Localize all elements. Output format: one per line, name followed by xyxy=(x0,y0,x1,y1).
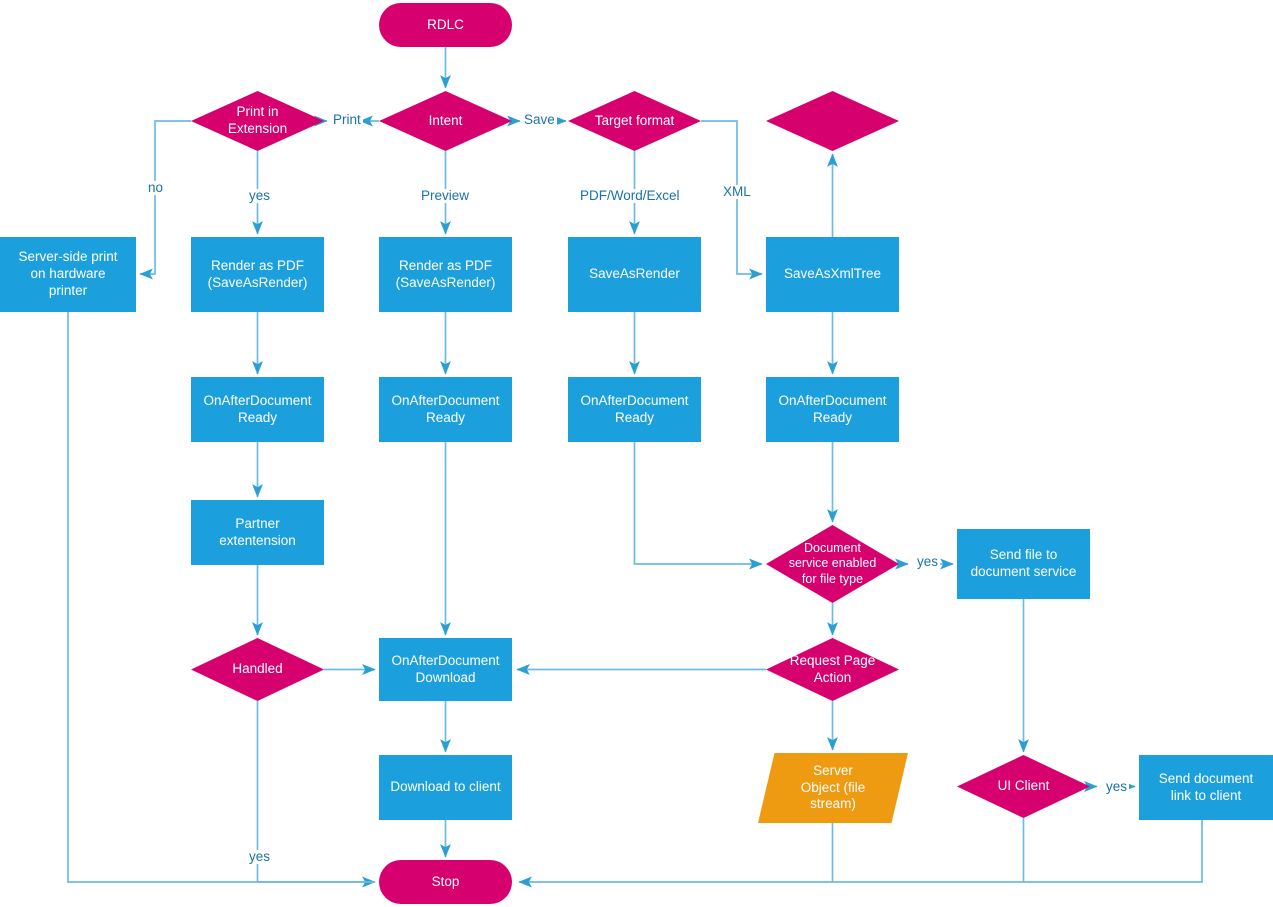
node-save-as-render[interactable]: SaveAsRender xyxy=(568,237,701,312)
edge-label-save: Save xyxy=(522,112,557,127)
edge-label-yes-handled: yes xyxy=(247,849,273,864)
node-onafterdocumentready-1[interactable]: OnAfterDocument Ready xyxy=(191,377,324,442)
node-ui-client-label: UI Client xyxy=(997,778,1050,794)
node-render-as-pdf-2[interactable]: Render as PDF (SaveAsRender) xyxy=(379,237,512,312)
node-handled-label: Handled xyxy=(232,661,283,677)
node-rdlc[interactable]: RDLC xyxy=(379,3,512,47)
edge-label-yes-ui-client: yes xyxy=(1104,779,1130,794)
node-onafterdocumentready-3-label: OnAfterDocument Ready xyxy=(580,392,689,425)
node-send-file-to-document-service-label: Send file to document service xyxy=(970,547,1077,579)
node-onafterdocumentready-3[interactable]: OnAfterDocument Ready xyxy=(568,377,701,442)
edge-label-pdf-word-excel: PDF/Word/Excel xyxy=(578,188,682,203)
edge-right-rail-stop xyxy=(518,820,1203,888)
node-send-document-link-to-client-label: Send document link to client xyxy=(1158,770,1254,803)
edge-oadr3-docservice xyxy=(633,442,763,570)
node-save-as-render-label: SaveAsRender xyxy=(589,266,680,282)
node-onafterdocumentready-4-label: OnAfterDocument Ready xyxy=(778,392,887,425)
edge-label-preview: Preview xyxy=(419,188,472,203)
node-server-object-label: Server Object (file stream) xyxy=(800,762,866,812)
node-rdlc-label: RDLC xyxy=(427,16,464,32)
node-server-object[interactable]: Server Object (file stream) xyxy=(758,753,908,823)
node-server-side-print-label: Server-side print on hardware printer xyxy=(18,249,118,298)
node-onafterdocumentready-1-label: OnAfterDocument Ready xyxy=(203,392,312,425)
node-stop[interactable]: Stop xyxy=(379,860,512,904)
node-onafterdocumentready-2[interactable]: OnAfterDocument Ready xyxy=(379,377,512,442)
node-intent-label: Intent xyxy=(428,112,463,128)
node-save-as-xmltree[interactable]: SaveAsXmlTree xyxy=(766,237,899,312)
node-send-file-to-document-service[interactable]: Send file to document service xyxy=(957,529,1090,599)
edge-label-xml: XML xyxy=(721,184,753,199)
edge-label-no: no xyxy=(146,180,166,195)
node-render-as-pdf-1[interactable]: Render as PDF (SaveAsRender) xyxy=(191,237,324,312)
node-stop-label: Stop xyxy=(431,873,460,889)
node-render-as-pdf-2-label: Render as PDF (SaveAsRender) xyxy=(395,257,496,290)
node-render-as-pdf-1-label: Render as PDF (SaveAsRender) xyxy=(207,257,308,290)
node-download-to-client[interactable]: Download to client xyxy=(379,755,512,820)
edge-label-print: Print xyxy=(331,112,363,127)
edge-handled-stop xyxy=(256,701,375,883)
node-print-in-extension-label: Print in Extension xyxy=(227,104,288,136)
node-partner-extentension-label: Partner extentension xyxy=(219,515,296,548)
node-save-as-xmltree-label: SaveAsXmlTree xyxy=(783,266,882,282)
edge-group-plain xyxy=(831,818,1025,882)
node-onafterdocumentdownload[interactable]: OnAfterDocument Download xyxy=(379,638,512,701)
node-partner-extentension[interactable]: Partner extentension xyxy=(191,500,324,565)
node-send-document-link-to-client[interactable]: Send document link to client xyxy=(1139,755,1273,820)
edge-printext-no xyxy=(139,120,191,280)
node-server-side-print[interactable]: Server-side print on hardware printer xyxy=(0,237,136,312)
node-document-service-enabled-label: Document service enabled for file type xyxy=(788,540,877,586)
node-target-format-label: Target format xyxy=(594,112,675,128)
edge-label-yes-print-extension: yes xyxy=(247,188,273,203)
node-onafterdocumentready-4[interactable]: OnAfterDocument Ready xyxy=(766,377,899,442)
node-onafterdocumentready-2-label: OnAfterDocument Ready xyxy=(391,392,500,425)
node-onafterdocumentdownload-label: OnAfterDocument Download xyxy=(391,652,500,685)
edge-group xyxy=(67,47,1203,888)
edge-label-yes-document-service: yes xyxy=(915,554,941,569)
node-request-page-action-label: Request Page Action xyxy=(789,652,876,685)
node-download-to-client-label: Download to client xyxy=(390,779,501,795)
